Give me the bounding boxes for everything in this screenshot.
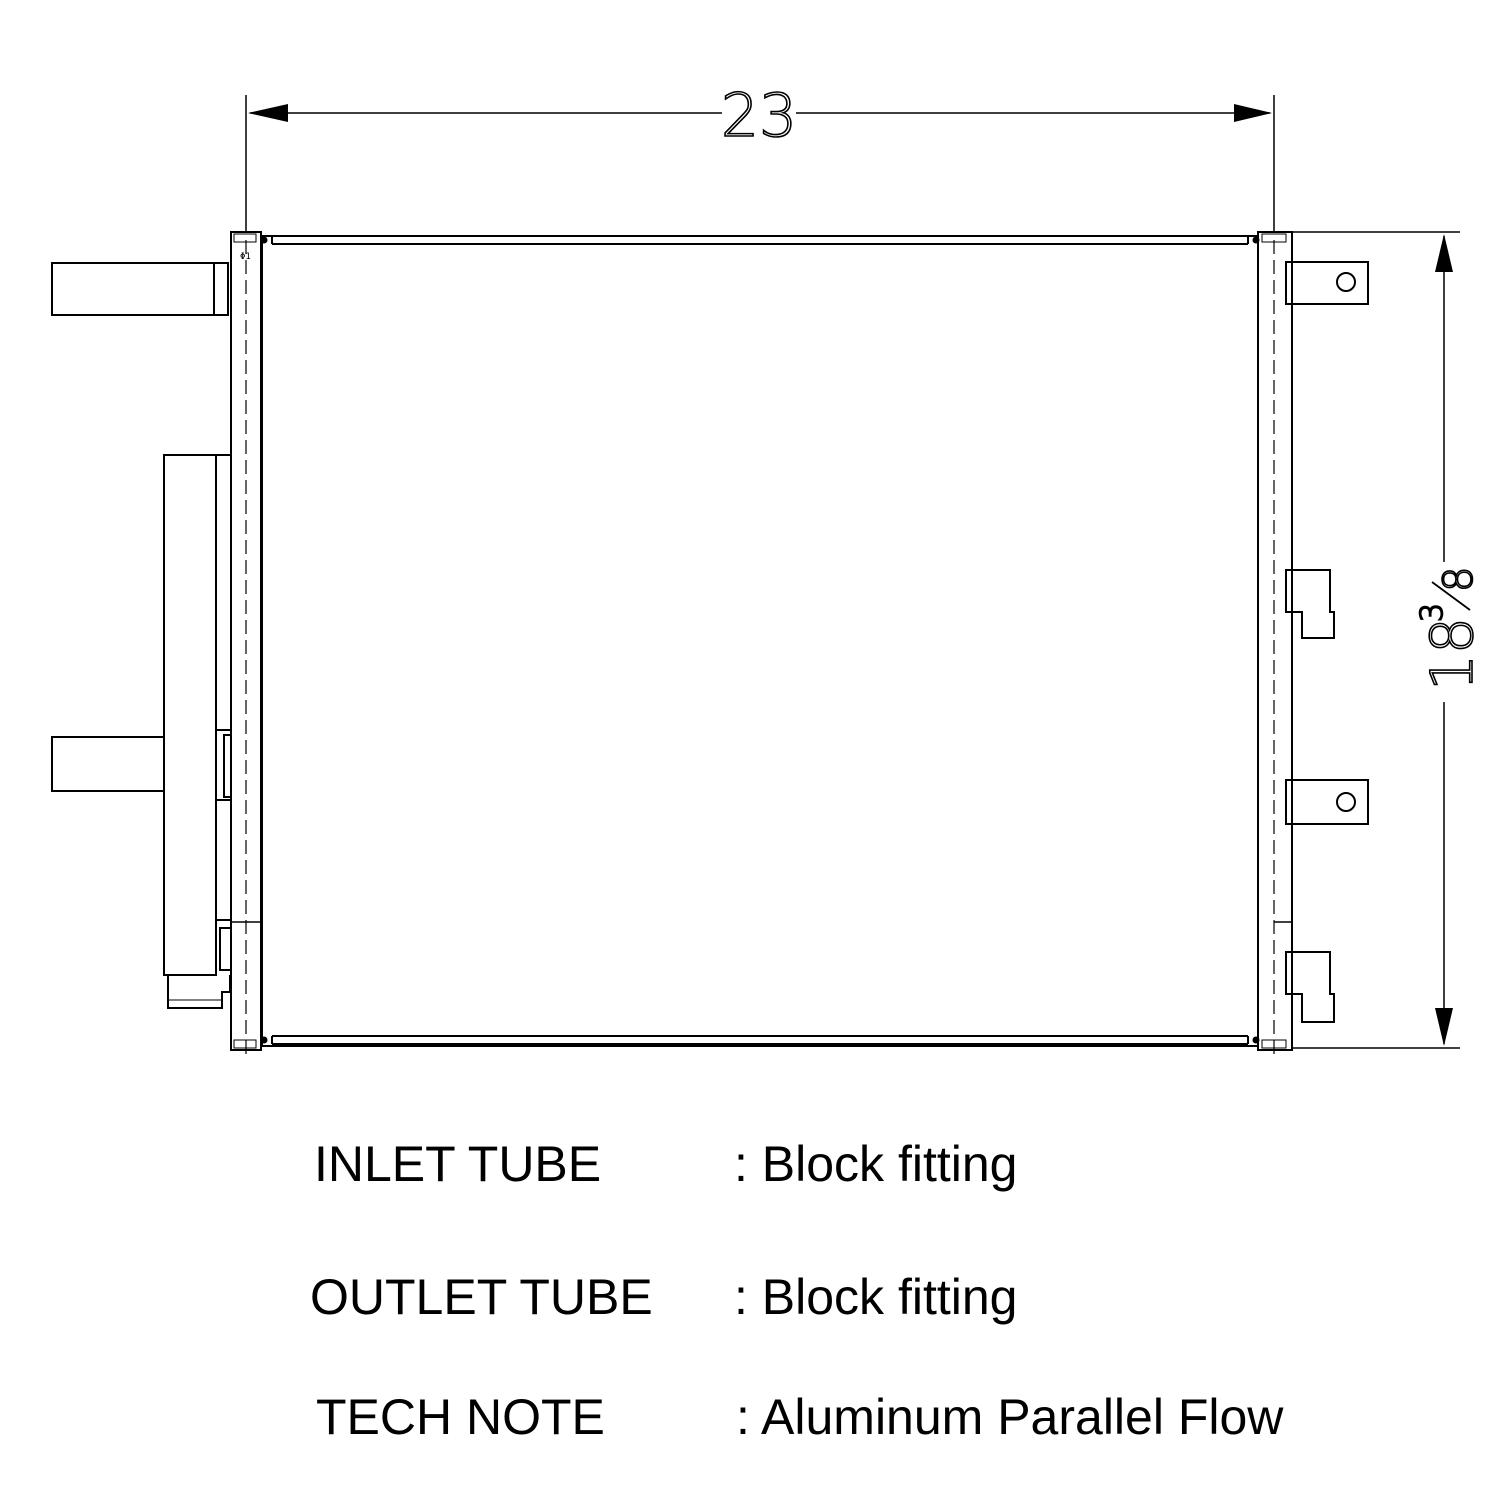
spec-row-inlet: INLET TUBE : Block fitting [0,1135,1500,1205]
height-fraction-den: 8 [1436,567,1482,592]
spec-value: : Block fitting [734,1269,1018,1325]
width-dimension [245,95,1275,232]
mounting-clip-upper [1285,569,1335,639]
spec-label: INLET TUBE [314,1136,602,1192]
spec-row-tech-note: TECH NOTE : Aluminum Parallel Flow [0,1388,1500,1458]
spec-label: TECH NOTE [316,1389,605,1445]
mounting-clip-lower [1274,921,1335,1023]
mounting-bracket-bottom [1285,779,1369,825]
left-header-tank [230,231,262,1058]
spec-label: OUTLET TUBE [310,1269,653,1325]
right-header-tank [1257,231,1293,1058]
spec-value: : Aluminum Parallel Flow [736,1389,1284,1445]
part-mark: Φ1 [240,252,251,262]
height-dimension [1292,231,1460,1049]
height-dimension-label: 18 3 8 [1414,566,1487,692]
spec-value: : Block fitting [734,1136,1018,1192]
condenser-core [260,235,1260,1047]
receiver-drier [163,454,262,1009]
spec-row-outlet: OUTLET TUBE : Block fitting [0,1268,1500,1338]
inlet-tube-fitting [51,262,229,316]
mounting-bracket-top [1285,261,1369,305]
outlet-tube-fitting [51,736,165,792]
height-fraction-num: 3 [1415,603,1450,622]
width-dimension-label: 23 [721,81,797,151]
height-whole: 18 [1418,617,1486,691]
